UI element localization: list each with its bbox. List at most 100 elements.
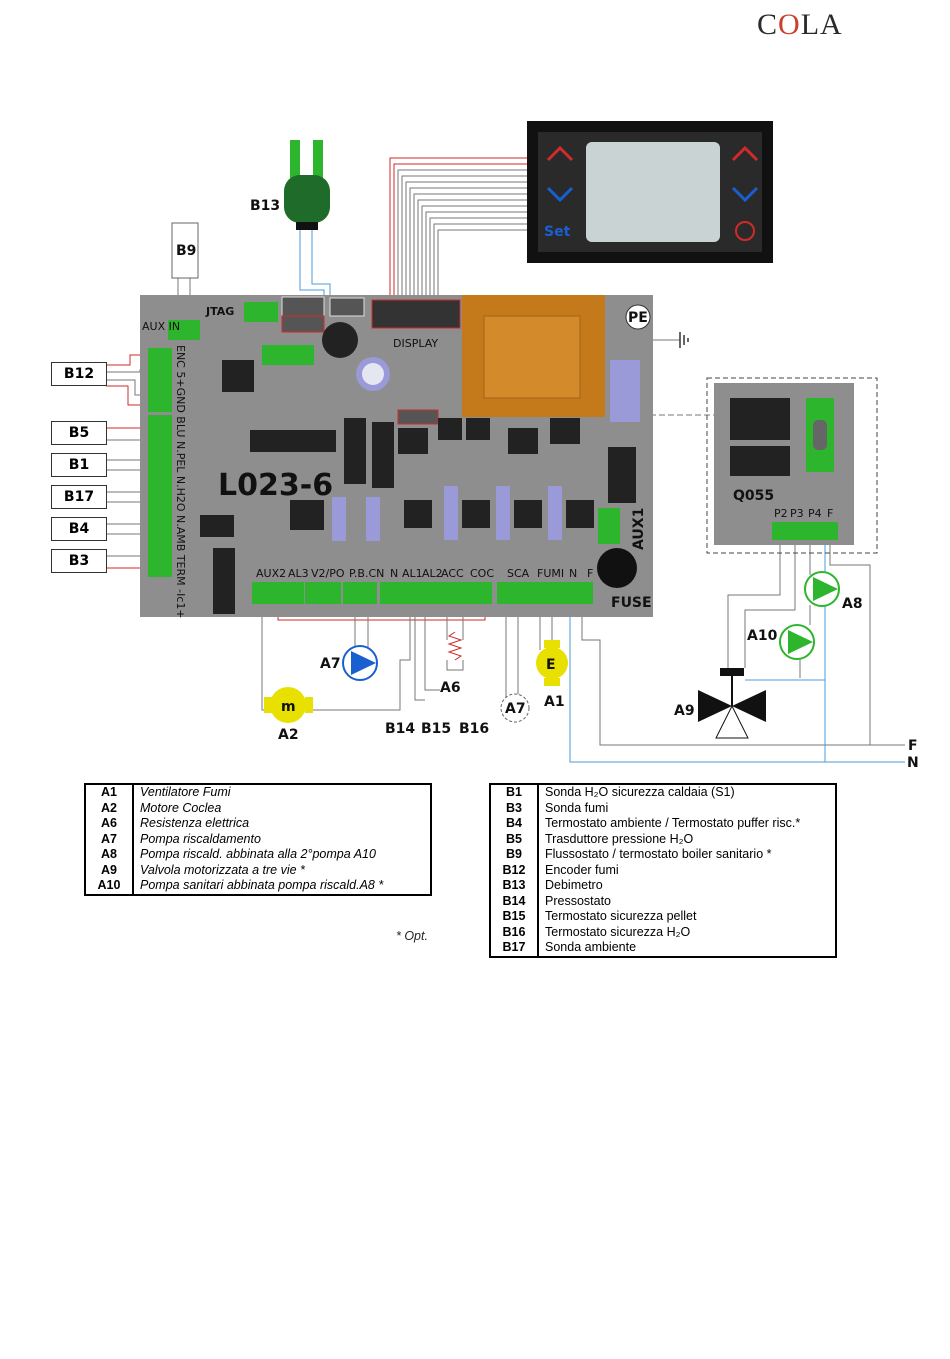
legend-desc: Pressostato <box>545 893 612 908</box>
flow-switch-b9 <box>171 222 199 279</box>
legend-code: B4 <box>490 816 539 832</box>
port-p4: P4 <box>808 507 822 520</box>
term-f: F <box>587 567 593 580</box>
buzzer <box>322 322 358 358</box>
aux1-label: AUX1 <box>631 508 647 550</box>
term-acc: ACC <box>441 567 464 580</box>
term-aux2: AUX2 <box>256 567 286 580</box>
motor-m-glyph: m <box>281 699 296 715</box>
pump-a10-icon <box>779 624 815 660</box>
display-connector <box>371 299 461 329</box>
term-al1: AL1 <box>402 567 423 580</box>
lcd-screen <box>586 142 720 242</box>
legend-desc: Valvola motorizzata a tre vie * <box>140 862 305 877</box>
b13-label: B13 <box>250 198 280 214</box>
legend-row: A7 Pompa riscaldamento <box>85 831 431 847</box>
q055-module: Q055 P2 P3 P4 F <box>706 377 878 554</box>
a9-label: A9 <box>674 703 695 719</box>
legend-row: B1 Sonda H₂O sicurezza caldaia (S1) <box>490 784 836 801</box>
legend-row: B15 Termostato sicurezza pellet <box>490 909 836 925</box>
pe-label: PE <box>628 310 648 326</box>
aux-in-label: AUX IN <box>142 320 180 333</box>
flowmeter-b13 <box>284 140 330 230</box>
legend-code: B14 <box>490 893 539 909</box>
fan-e-glyph: E <box>546 657 556 673</box>
b1-box: B1 <box>51 453 107 477</box>
aux1-connector <box>598 508 620 544</box>
legend-row: B4 Termostato ambiente / Termostato puffe… <box>490 816 836 832</box>
legend-row: B3 Sonda fumi <box>490 800 836 816</box>
aux-in-connector <box>168 320 200 340</box>
logo-letter-o: O <box>778 8 801 41</box>
fuse-holder <box>597 548 637 588</box>
b14-label: B14 <box>385 721 415 737</box>
legend-desc: Resistenza elettrica <box>140 816 250 830</box>
legend-desc: Encoder fumi <box>545 862 619 877</box>
b4-box: B4 <box>51 517 107 541</box>
neutral-n-label: N <box>907 755 919 771</box>
legend-code: B9 <box>490 847 539 863</box>
side-terminal-labels: ENC 5+GND BLU N.PEL N.H2O N.AMB TERM -Ic… <box>174 345 187 619</box>
up-arrow-icon <box>546 145 574 162</box>
logo-letter: C <box>757 8 779 41</box>
term-pbcn: P.B.CN <box>349 567 384 580</box>
legend-row: B9 Flussostato / termostato boiler sanita… <box>490 847 836 863</box>
terminal-strip-left <box>148 415 172 577</box>
legend-desc: Trasduttore pressione H₂O <box>545 831 694 846</box>
legend-desc: Sonda ambiente <box>545 940 637 954</box>
a7b-label: A7 <box>505 701 526 717</box>
motor-a2-icon: m <box>264 687 313 723</box>
terminal-strip-left-top <box>148 348 172 412</box>
legend-desc: Sonda H₂O sicurezza caldaia (S1) <box>545 785 735 799</box>
legend-desc: Sonda fumi <box>545 800 609 815</box>
down-arrow-icon-right <box>731 186 759 203</box>
down-arrow-icon <box>546 186 574 203</box>
term-v2po: V2/PO <box>311 567 345 580</box>
display-panel: Set <box>527 121 773 263</box>
legend-code: A7 <box>85 831 134 847</box>
fan-a1-icon: E <box>536 640 568 686</box>
jtag-label: JTAG <box>205 305 234 318</box>
pump-a7-icon <box>342 645 378 681</box>
legend-desc: Pompa riscaldamento <box>140 831 261 846</box>
legend-desc: Termostato sicurezza H₂O <box>545 924 691 939</box>
term-sca: SCA <box>507 567 530 580</box>
brand-logo: COLA <box>757 8 843 42</box>
b5-box: B5 <box>51 421 107 445</box>
legend-code: B12 <box>490 862 539 878</box>
board-model-label: L023-6 <box>218 468 333 503</box>
pump-a8-icon <box>804 571 840 607</box>
legend-code: A10 <box>85 878 134 895</box>
set-label: Set <box>544 224 571 240</box>
term-coc: COC <box>470 567 494 580</box>
legend-desc: Termostato ambiente / Termostato puffer … <box>545 816 801 830</box>
jtag-connector <box>244 302 278 322</box>
legend-row: B14 Pressostato <box>490 893 836 909</box>
legend-code: B13 <box>490 878 539 894</box>
legend-row: A8 Pompa riscald. abbinata alla 2°pompa A… <box>85 847 431 863</box>
legend-desc: Termostato sicurezza pellet <box>545 909 697 923</box>
display-label: DISPLAY <box>393 337 438 350</box>
phase-f-label: F <box>908 738 918 754</box>
term-n: N <box>390 567 398 580</box>
legend-code: B1 <box>490 784 539 801</box>
fuse-label: FUSE <box>611 595 652 611</box>
a1-label: A1 <box>544 694 565 710</box>
term-n2: N <box>569 567 577 580</box>
legend-code: B16 <box>490 924 539 940</box>
legend-desc: Pompa riscald. abbinata alla 2°pompa A10 <box>140 847 376 861</box>
legend-code: B15 <box>490 909 539 925</box>
b15-label: B15 <box>421 721 451 737</box>
legend-desc: Flussostato / termostato boiler sanitari… <box>545 847 772 861</box>
port-p3: P3 <box>790 507 804 520</box>
legend-code: B3 <box>490 800 539 816</box>
legend-code: A8 <box>85 847 134 863</box>
